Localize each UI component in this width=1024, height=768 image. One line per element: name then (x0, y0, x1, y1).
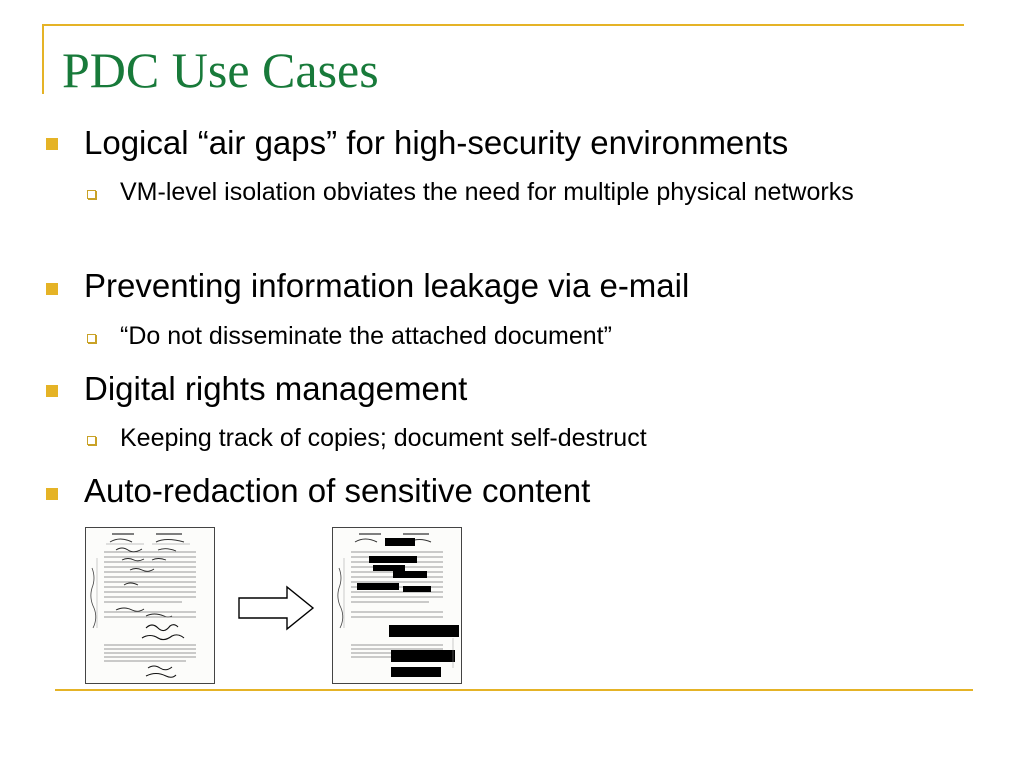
original-document-image (85, 527, 215, 684)
slide-title: PDC Use Cases (62, 42, 379, 98)
sub-bullet-square-icon (87, 436, 96, 445)
sub-bullet-item: Keeping track of copies; document self-d… (120, 424, 647, 452)
transform-arrow-icon (237, 585, 317, 636)
bullet-item: Preventing information leakage via e-mai… (84, 267, 690, 304)
bullet-square-icon (46, 385, 58, 397)
bullet-square-icon (46, 138, 58, 150)
bullet-item: Logical “air gaps” for high-security env… (84, 124, 789, 161)
sub-bullet-item: VM-level isolation obviates the need for… (120, 178, 854, 206)
sub-bullet-square-icon (87, 334, 96, 343)
frame-bottom-line (55, 689, 973, 691)
frame-left-line (42, 24, 44, 94)
sub-bullet-item: “Do not disseminate the attached documen… (120, 322, 612, 350)
bullet-square-icon (46, 283, 58, 295)
bullet-item: Auto-redaction of sensitive content (84, 472, 591, 509)
bullet-item: Digital rights management (84, 370, 468, 407)
bullet-square-icon (46, 488, 58, 500)
redacted-document-image (332, 527, 462, 684)
original-document-drawing (86, 528, 214, 683)
frame-top-line (42, 24, 964, 26)
redacted-document-drawing (333, 528, 461, 683)
sub-bullet-square-icon (87, 190, 96, 199)
